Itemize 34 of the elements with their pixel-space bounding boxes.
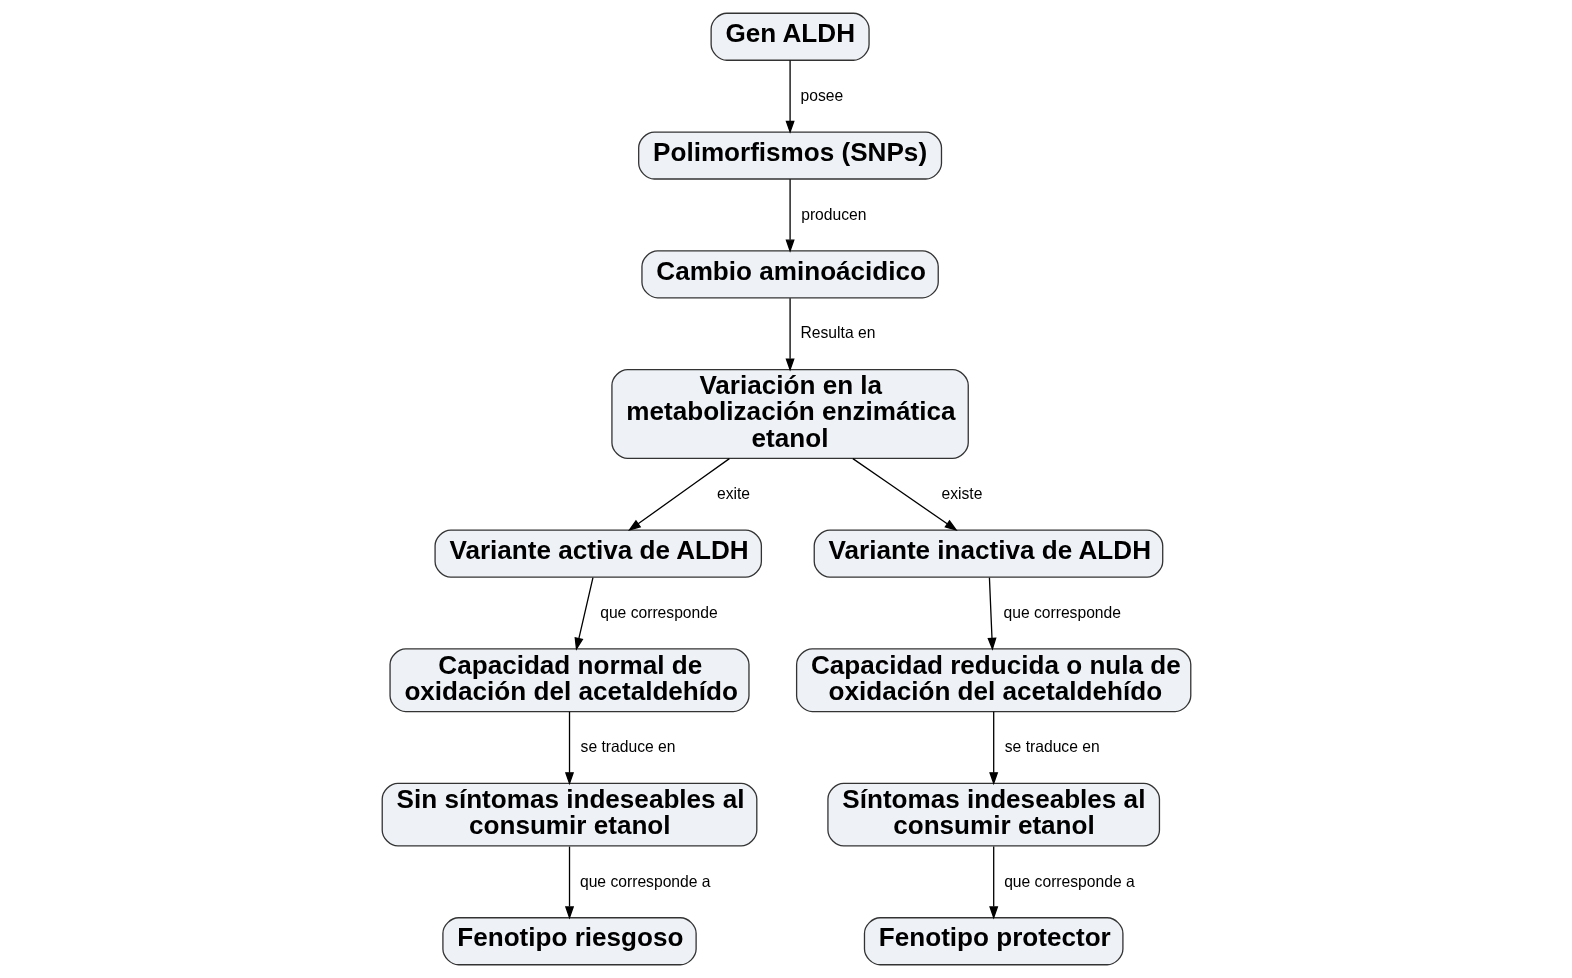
node-box: Capacidad reducida o nula de oxidación del acetaldehído — [795, 648, 1191, 713]
edge-label: Resulta en — [800, 324, 875, 342]
edge-label: que corresponde — [599, 603, 718, 621]
node-box: Sin síntomas indeseables al consumir etanol — [381, 782, 757, 847]
node-box: Fenotipo protector — [863, 917, 1124, 966]
edge-label: que corresponde a — [579, 872, 711, 890]
node-box: Polimorfismos (SNPs) — [637, 131, 942, 180]
edge-label: exite — [716, 484, 750, 502]
arrow — [574, 577, 594, 651]
edge-label: que corresponde a — [1003, 872, 1135, 890]
node-box: Capacidad normal de oxidación del acetaldehído — [388, 648, 750, 713]
arrow — [627, 457, 730, 532]
arrow — [785, 59, 795, 134]
arrow — [785, 297, 795, 372]
edge-label: posee — [800, 86, 843, 104]
node-box: Gen ALDH — [709, 12, 870, 61]
node-box: Fenotipo riesgoso — [441, 917, 697, 966]
arrow — [988, 711, 998, 786]
edge-label: que corresponde — [1002, 603, 1121, 621]
node-box: Variante inactiva de ALDH — [813, 529, 1163, 578]
arrow — [564, 845, 574, 920]
arrow — [564, 711, 574, 786]
edge-label: se traduce en — [1004, 738, 1100, 756]
edge-label: producen — [800, 205, 866, 223]
node-box: Síntomas indeseables al consumir etanol — [826, 782, 1160, 847]
node-box: Cambio aminoácidico — [640, 250, 939, 299]
arrow — [785, 178, 795, 253]
edge-label: se traduce en — [580, 738, 675, 756]
arrow — [986, 577, 997, 651]
edge-label: existe — [940, 484, 982, 502]
node-box: Variante activa de ALDH — [433, 529, 762, 578]
node-box: Variación en la metabolización enzimática etanol — [610, 368, 969, 459]
arrow — [851, 457, 958, 532]
arrow — [988, 845, 998, 920]
